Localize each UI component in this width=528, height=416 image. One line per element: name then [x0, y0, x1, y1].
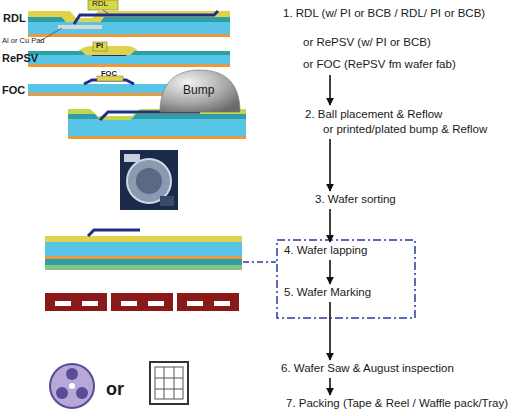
- part-label: Al or Cu Pad: [2, 37, 45, 45]
- step-text: 3. Wafer sorting: [315, 193, 396, 206]
- step-text: 2. Ball placement & Reflow: [305, 108, 442, 121]
- step-text: 6. Wafer Saw & August inspection: [281, 362, 454, 375]
- process-step: 7. Packing (Tape & Reel / Waffle pack/Tr…: [286, 396, 526, 412]
- part-label: RDL: [92, 0, 108, 9]
- group-bracket: [277, 240, 415, 318]
- step-text: 5. Wafer Marking: [284, 286, 371, 299]
- flow-arrow: [329, 75, 331, 105]
- process-step: 4. Wafer lapping: [284, 243, 404, 259]
- process-step: 5. Wafer Marking: [284, 285, 404, 301]
- flow-arrow: [329, 378, 331, 395]
- marked-wafer: [45, 293, 239, 311]
- step-text: or FOC (RePSV fm wafer fab): [303, 58, 456, 71]
- flow-arrow: [329, 260, 331, 284]
- waffle-pack-icon: [150, 362, 188, 404]
- rdl-stack: [28, 0, 230, 41]
- step-text: or printed/plated bump & Reflow: [323, 123, 487, 136]
- wafer-sorter-photo: [120, 150, 178, 210]
- part-label: RDL: [3, 12, 26, 24]
- flow-arrow: [329, 209, 331, 242]
- bump-stack: [68, 70, 246, 139]
- process-step: 1. RDL (w/ PI or BCB / RDL/ PI or BCB) or…: [283, 4, 528, 74]
- tape-reel-icon: [50, 364, 94, 408]
- flow-arrow: [329, 302, 331, 360]
- flow-arrow: [329, 139, 331, 191]
- lapped-wafer: [45, 230, 276, 270]
- step-text: or RePSV (w/ PI or BCB): [303, 36, 431, 49]
- step-text: 1. RDL (w/ PI or BCB / RDL/ PI or BCB): [283, 7, 485, 20]
- process-step: 6. Wafer Saw & August inspection: [281, 361, 516, 377]
- part-label: FOC: [2, 84, 25, 96]
- part-label: Bump: [183, 84, 214, 97]
- repsv-stack: [28, 42, 230, 67]
- process-step: 3. Wafer sorting: [315, 192, 435, 208]
- step-text: 4. Wafer lapping: [284, 244, 367, 257]
- part-label: PI: [96, 42, 103, 50]
- part-label: FOC: [101, 70, 117, 78]
- step-text: 7. Packing (Tape & Reel / Waffle pack/Tr…: [286, 397, 508, 410]
- process-step: 2. Ball placement & Reflow or printed/pla…: [305, 106, 510, 138]
- part-label: RePSV: [2, 52, 38, 64]
- part-label: or: [106, 380, 124, 400]
